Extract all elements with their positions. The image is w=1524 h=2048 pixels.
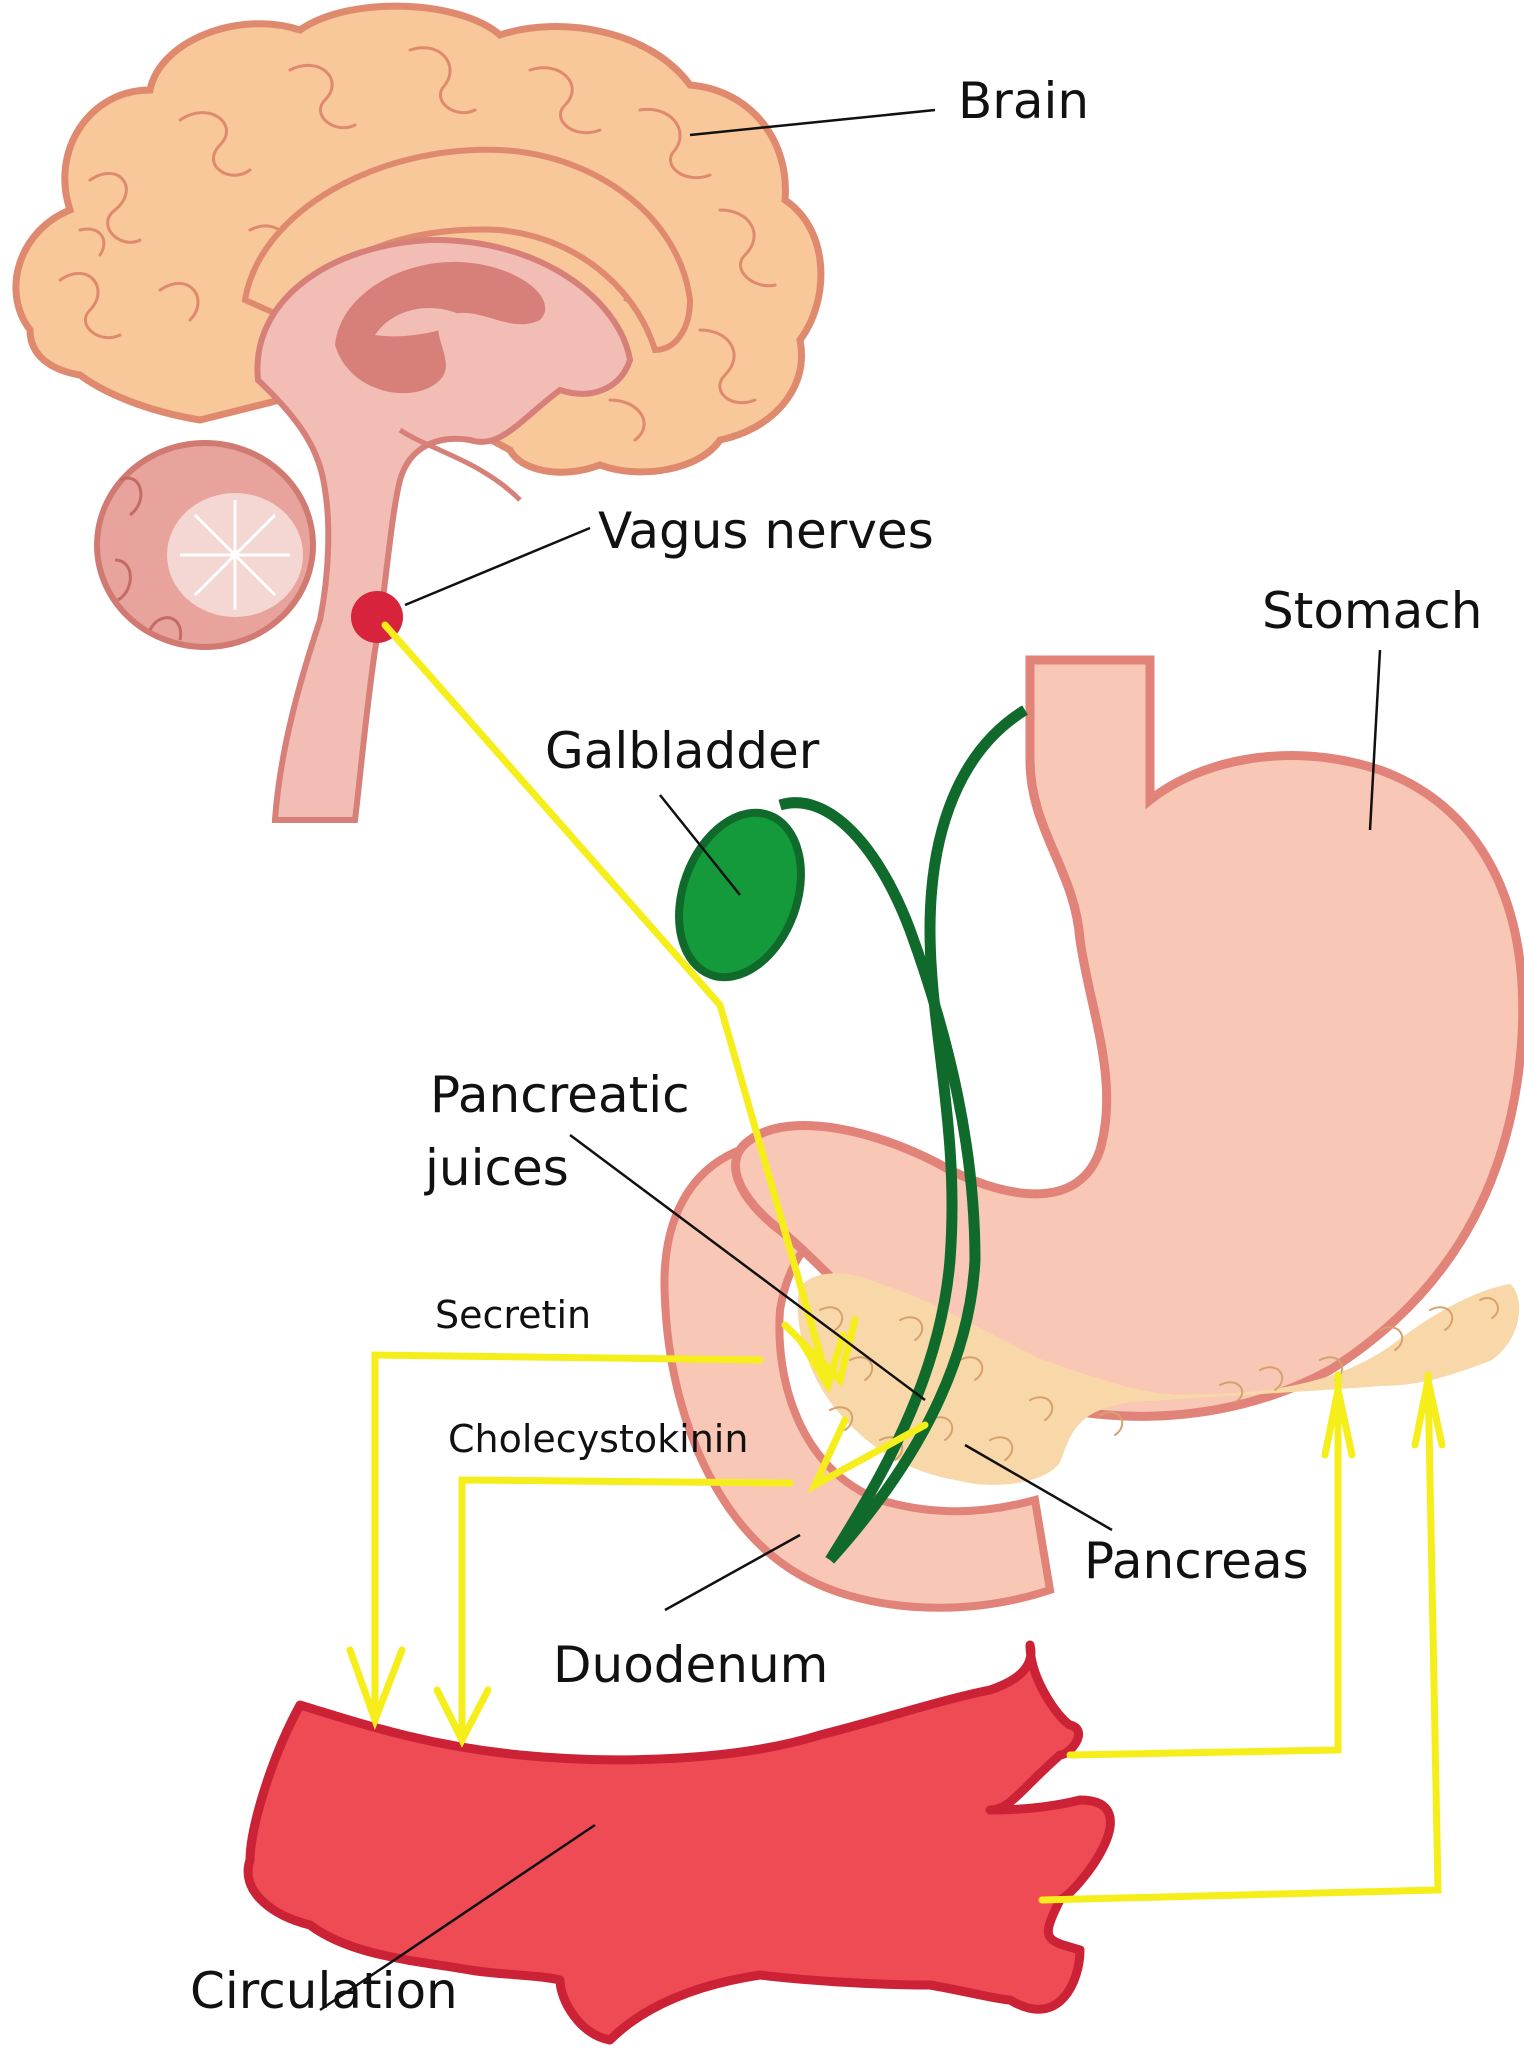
pancreatic-duct xyxy=(825,705,1028,1563)
label-pancreas: Pancreas xyxy=(1084,1532,1309,1590)
label-pancreatic-line2: juices xyxy=(424,1139,569,1197)
brainstem xyxy=(254,236,634,823)
vagus-signal-line xyxy=(381,621,832,1386)
thalamus xyxy=(335,261,546,394)
label-cholecystokinin: Cholecystokinin xyxy=(448,1417,748,1461)
signal-pathways xyxy=(346,621,1446,1904)
cck-to-pancreas-arrow xyxy=(807,1416,929,1494)
stomach-leader xyxy=(1368,649,1382,831)
return-path-2 xyxy=(1038,1371,1442,1904)
duodenum-leader xyxy=(664,1533,801,1612)
pons-outline xyxy=(398,427,522,502)
label-stomach: Stomach xyxy=(1262,582,1482,640)
secretin-path xyxy=(371,1351,764,1724)
corpus-band xyxy=(241,146,694,354)
return-arrowhead-2 xyxy=(1411,1379,1446,1449)
cerebellum xyxy=(94,440,316,650)
label-vagus-nerves: Vagus nerves xyxy=(598,502,934,560)
pancreas-illustration xyxy=(797,1273,1520,1485)
galbladder-illustration xyxy=(675,705,1028,1564)
brain-leader xyxy=(689,108,936,137)
blood-vessel-illustration xyxy=(243,1640,1115,2045)
pancreas-body xyxy=(797,1273,1520,1485)
pancreatic-leader xyxy=(569,1133,926,1402)
return-arrowhead-1 xyxy=(1321,1389,1356,1459)
label-circulation: Circulation xyxy=(190,1962,458,2020)
galbladder-leader xyxy=(659,794,741,896)
vagus-leader xyxy=(404,526,591,607)
bile-duct xyxy=(778,797,981,1564)
label-galbladder: Galbladder xyxy=(545,722,820,780)
return-path-1 xyxy=(1066,1371,1342,1759)
leader-lines xyxy=(319,108,1382,2012)
cck-arrowhead xyxy=(433,1686,492,1748)
secretin-arrowhead xyxy=(346,1646,406,1731)
duodenum-c xyxy=(660,1145,1055,1612)
pancreas-leader xyxy=(964,1443,1113,1532)
label-secretin: Secretin xyxy=(435,1293,591,1337)
secretin-to-pancreas-arrow xyxy=(781,1316,859,1387)
vagus-arrowhead xyxy=(796,1331,847,1394)
circulation-leader xyxy=(319,1823,596,2012)
pancreas-texture xyxy=(819,1297,1499,1461)
ventricle-inner xyxy=(375,308,470,337)
brain-illustration xyxy=(12,2,825,823)
label-duodenum: Duodenum xyxy=(553,1636,828,1694)
label-pancreatic-line1: Pancreatic xyxy=(430,1066,690,1124)
cck-path xyxy=(458,1476,794,1744)
label-brain: Brain xyxy=(958,72,1089,130)
